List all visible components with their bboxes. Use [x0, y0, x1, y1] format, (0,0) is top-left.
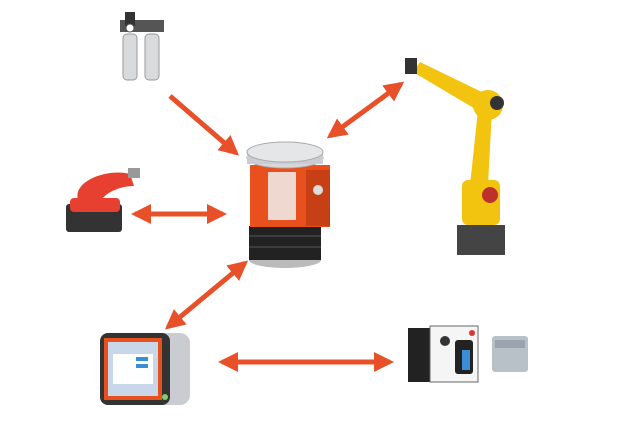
arrows	[131, 81, 405, 372]
arrow-filter-to-unit	[168, 94, 240, 156]
robot-controller-icon	[408, 325, 479, 383]
air-filter-regulator-icon	[120, 12, 164, 81]
arrow-panel-unit	[164, 260, 249, 330]
touch-panel-icon	[100, 333, 190, 405]
plc-module-icon	[492, 336, 528, 372]
sander-icon	[66, 168, 140, 232]
industrial-robot-icon	[405, 58, 505, 255]
active-contact-flange-icon	[246, 141, 330, 268]
arrow-robot-unit	[326, 81, 405, 139]
